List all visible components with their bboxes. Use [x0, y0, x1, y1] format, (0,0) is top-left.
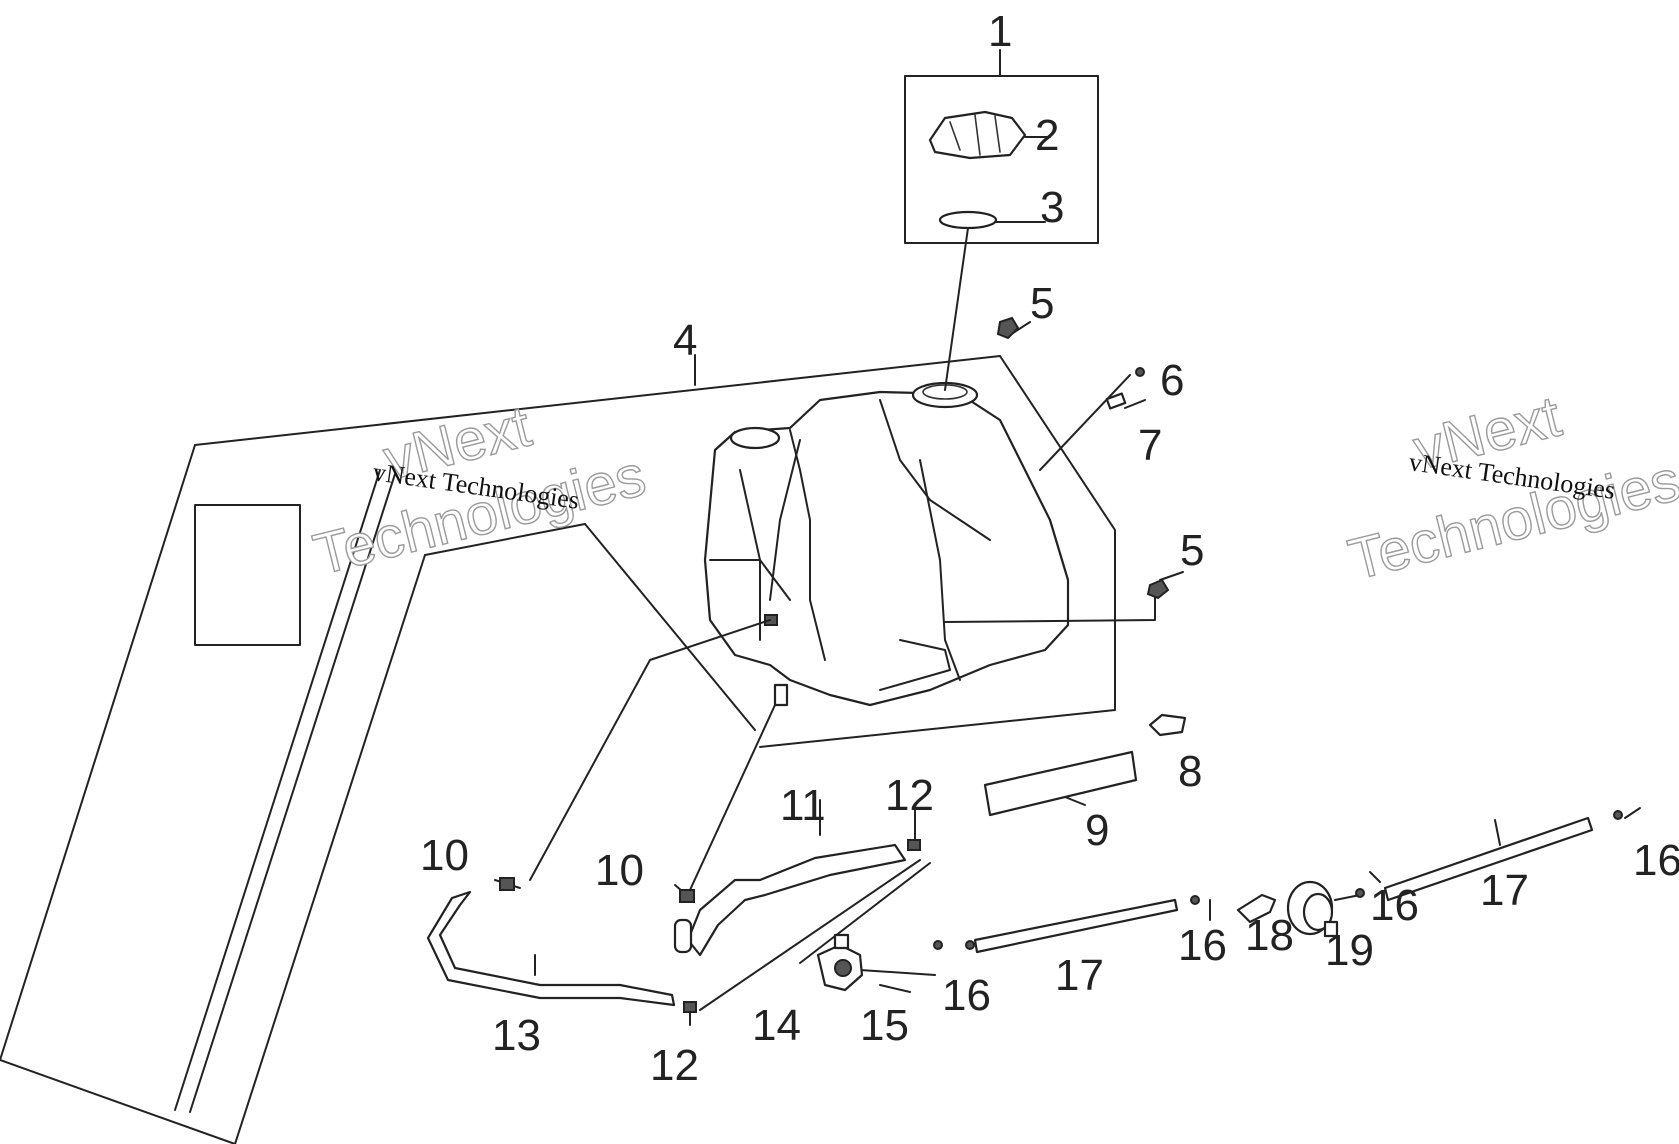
- fuel-tank: [703, 381, 1070, 707]
- connector-18: [1236, 893, 1277, 924]
- callout-2: 2: [1035, 111, 1059, 160]
- fuel-line-17-right: [1383, 816, 1594, 902]
- callout-4: 4: [673, 316, 697, 365]
- bolt-5-top: [996, 316, 1020, 340]
- clip-6: [1135, 367, 1145, 377]
- callout-14: 14: [752, 1001, 801, 1050]
- cap-gasket: [938, 210, 998, 230]
- callout-12-bottom: 12: [650, 1041, 699, 1090]
- filter-19: [1286, 880, 1339, 938]
- watermark-right: vNext Technologies vNext Technologies: [1342, 383, 1679, 593]
- clip-16-a: [933, 940, 943, 950]
- callout-5-right: 5: [1180, 526, 1204, 575]
- cap-kit-box: [904, 75, 1099, 244]
- callout-7: 7: [1138, 421, 1162, 470]
- bracket-11: [686, 843, 907, 957]
- clip-16-d: [1355, 888, 1365, 898]
- clip-16-b: [965, 940, 975, 950]
- clamp-10-mid: [679, 889, 695, 903]
- clamp-8: [1148, 713, 1187, 737]
- clamp-12-bottom: [683, 1001, 697, 1013]
- callout-11: 11: [780, 781, 826, 830]
- callout-16-b: 16: [1178, 921, 1227, 970]
- callout-18: 18: [1245, 911, 1294, 960]
- spacer-7: [1105, 392, 1127, 410]
- callout-1: 1: [988, 7, 1012, 56]
- callout-6: 6: [1160, 356, 1184, 405]
- callout-10-mid: 10: [595, 846, 644, 895]
- callout-13: 13: [492, 1011, 541, 1060]
- callout-8: 8: [1178, 747, 1202, 796]
- callout-5-top: 5: [1030, 279, 1054, 328]
- fuel-cap: [928, 110, 1027, 160]
- fuel-line-17-left: [973, 898, 1179, 954]
- callout-17-left: 17: [1055, 951, 1104, 1000]
- clip-16-e: [1613, 810, 1623, 820]
- frame-outline: [0, 355, 1116, 1144]
- clamp-10-left: [499, 877, 515, 891]
- hose-end: [673, 918, 693, 954]
- callout-15: 15: [860, 1001, 909, 1050]
- callout-labels: 1 2 3 4 5 5 6 7 8 9 10 10 11 12 12 13 14…: [420, 7, 1679, 1090]
- bolt-5-right: [1146, 578, 1170, 600]
- watermark-left: vNext Technologies vNext Technologies: [307, 393, 653, 588]
- callout-16-c: 16: [1370, 881, 1419, 930]
- fuel-valve-14: [816, 933, 864, 992]
- callout-9: 9: [1085, 806, 1109, 855]
- leader-lines: [494, 49, 1641, 1026]
- pad-9: [983, 750, 1138, 817]
- callout-16-a: 16: [942, 971, 991, 1020]
- callout-12-top: 12: [885, 771, 934, 820]
- hose-13: [426, 890, 676, 1007]
- callout-3: 3: [1040, 183, 1064, 232]
- clamp-12-top: [907, 839, 921, 851]
- callout-10-left: 10: [420, 831, 469, 880]
- callout-19: 19: [1325, 926, 1374, 975]
- callout-17-right: 17: [1480, 866, 1529, 915]
- callout-16-d: 16: [1633, 836, 1679, 885]
- clip-16-c: [1190, 895, 1200, 905]
